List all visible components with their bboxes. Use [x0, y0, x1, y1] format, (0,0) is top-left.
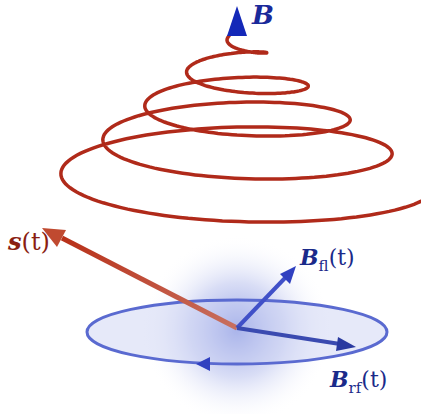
symbol-text: (t) — [361, 367, 387, 392]
symbol-text: B — [300, 244, 319, 270]
symbol-text: (t) — [329, 245, 355, 270]
spin-arrow — [62, 238, 237, 328]
subscript: fl — [319, 257, 329, 275]
rf-field-arrowhead — [336, 337, 356, 351]
fluct-field-arrowhead — [280, 266, 296, 284]
ring-arrowhead — [196, 357, 210, 371]
field-arrowhead — [227, 6, 247, 36]
subscript: rf — [349, 379, 362, 397]
fluct-field-label: Bfl(t) — [300, 246, 355, 269]
rf-field-arrow — [237, 328, 340, 344]
symbol-text: s — [8, 227, 22, 256]
symbol-text: B — [330, 366, 349, 392]
spin-label: s(t) — [8, 230, 50, 254]
fluct-field-arrow — [237, 278, 285, 328]
rf-field-label: Brf(t) — [330, 368, 387, 391]
field-arrow — [234, 32, 240, 330]
symbol-text: (t) — [22, 228, 50, 256]
symbol-text: B — [252, 0, 274, 30]
field-label: B — [252, 2, 274, 28]
precession-helix — [61, 36, 421, 222]
